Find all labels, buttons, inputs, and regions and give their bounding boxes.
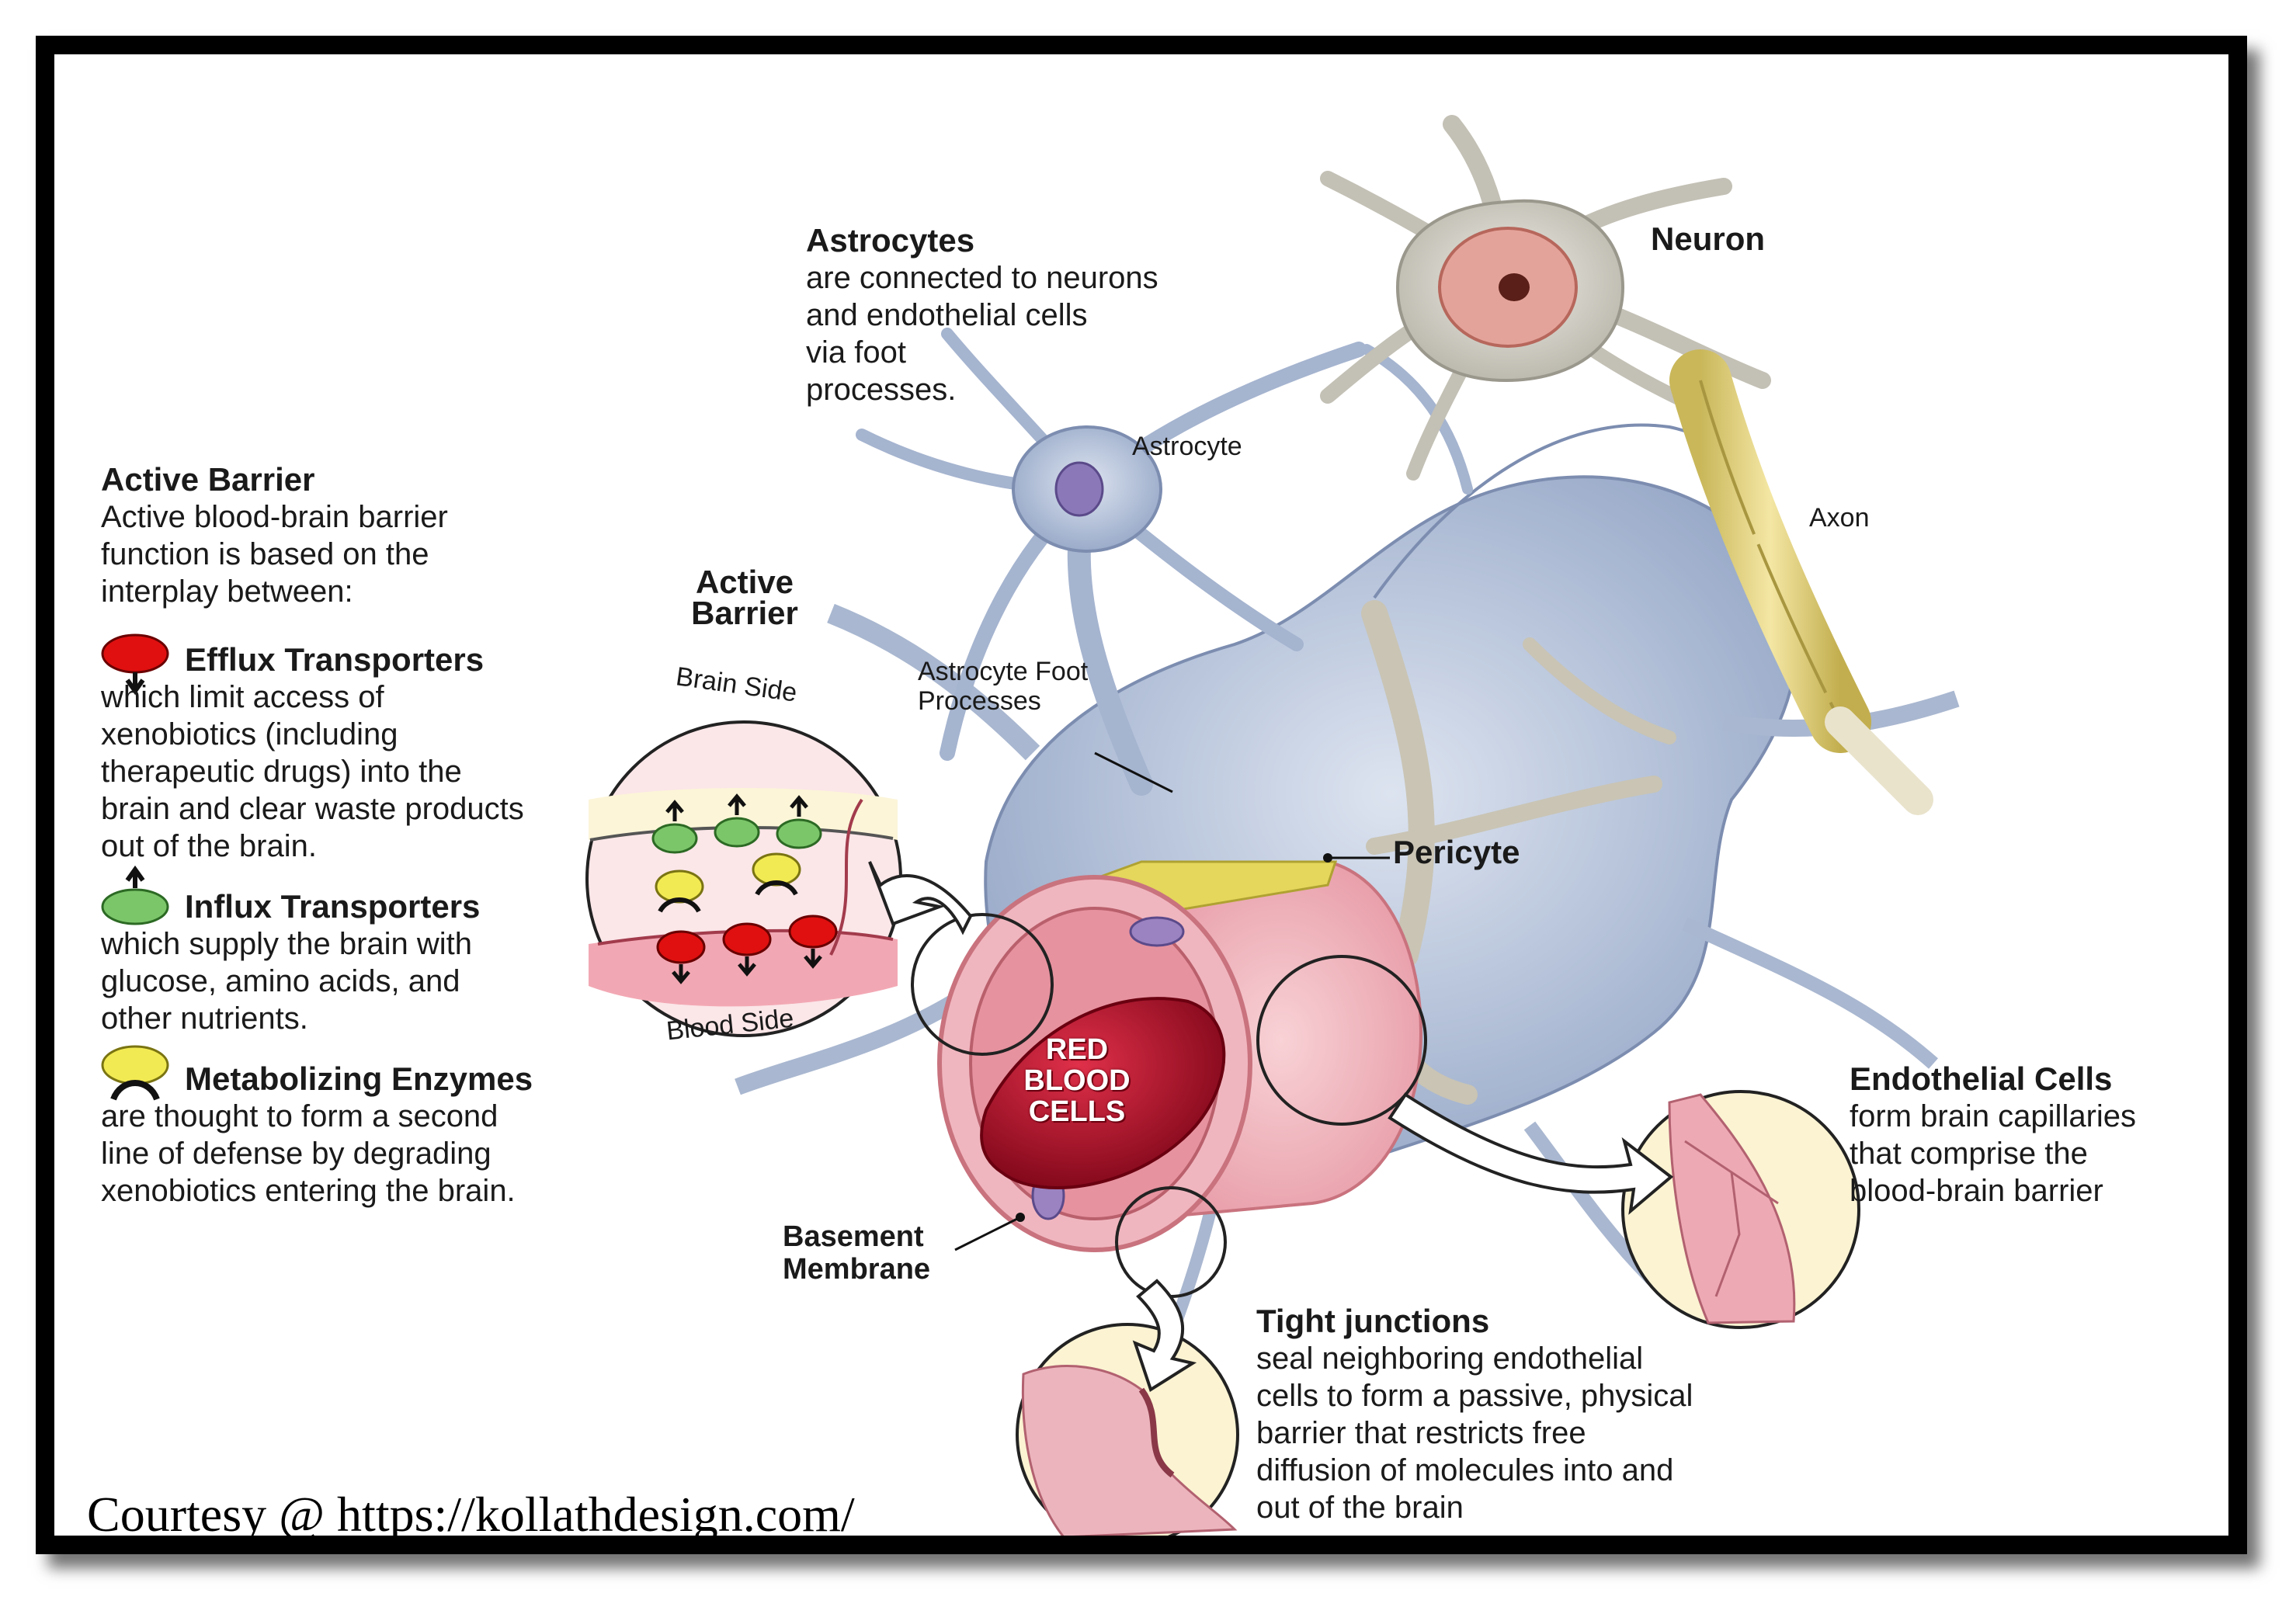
rbc-label-line: CELLS [1028, 1095, 1126, 1128]
leader-lines [954, 751, 1390, 1251]
tight-junction-line: diffusion of molecules into and [1256, 1453, 1674, 1487]
active-barrier-title: Active Barrier [101, 461, 315, 498]
callout-arrows [868, 861, 1674, 1393]
red-blood-cell [980, 997, 1226, 1189]
inset-title: Active Barrier [671, 564, 818, 631]
influx-line: other nutrients. [101, 1001, 308, 1036]
astrocyte-foot-label: Astrocyte Foot Processes [918, 657, 1088, 716]
figure-frame: Astrocytes are connected to neurons and … [36, 36, 2247, 1554]
enzymes-line: line of defense by degrading [101, 1137, 492, 1171]
efflux-transporter-icon [101, 633, 169, 696]
active-barrier-line: Active blood-brain barrier [101, 500, 448, 534]
rbc-label-line: RED [1045, 1033, 1109, 1066]
neuron-label: Neuron [1651, 220, 1765, 257]
tight-junction-title: Tight junctions [1256, 1303, 1490, 1339]
astrocytes-line: processes. [806, 373, 957, 407]
axon-label: Axon [1809, 503, 1870, 533]
influx-caption: Influx Transporters which supply the bra… [101, 888, 480, 1037]
inset-title-line: Barrier [691, 595, 798, 631]
influx-line: which supply the brain with [101, 927, 473, 961]
endothelial-caption: Endothelial Cells form brain capillaries… [1850, 1060, 2136, 1210]
enzymes-line: xenobiotics entering the brain. [101, 1174, 516, 1208]
magnifier-endothelial [1256, 955, 1427, 1126]
basement-membrane-label: Basement Membrane [783, 1220, 930, 1286]
courtesy-credit: Courtesy @ https://kollathdesign.com/ [87, 1487, 855, 1542]
influx-line: glucose, amino acids, and [101, 964, 460, 998]
efflux-caption: Efflux Transporters which limit access o… [101, 641, 524, 865]
influx-transporter-icon [101, 865, 169, 925]
rbc-label-line: BLOOD [1023, 1064, 1131, 1097]
endothelial-title: Endothelial Cells [1850, 1060, 2113, 1097]
astrocyte-label: Astrocyte [1132, 432, 1242, 461]
active-barrier-line: function is based on the [101, 537, 429, 571]
endothelial-inset [1621, 1090, 1860, 1329]
rbc-label: RED BLOOD CELLS [1019, 1034, 1135, 1127]
efflux-line: brain and clear waste products [101, 792, 524, 826]
basement-line: Basement [783, 1220, 924, 1253]
active-barrier-line: interplay between: [101, 574, 353, 609]
efflux-line: out of the brain. [101, 829, 317, 863]
efflux-line: which limit access of [101, 680, 384, 714]
efflux-line: xenobiotics (including [101, 717, 398, 751]
enzymes-caption: Metabolizing Enzymes are thought to form… [101, 1060, 533, 1210]
influx-title: Influx Transporters [185, 888, 481, 925]
enzymes-line: are thought to form a second [101, 1099, 498, 1133]
tight-junction-caption: Tight junctions seal neighboring endothe… [1256, 1303, 1693, 1526]
endothelial-line: that comprise the [1850, 1137, 2088, 1171]
efflux-line: therapeutic drugs) into the [101, 755, 462, 789]
basement-line: Membrane [783, 1253, 931, 1286]
endothelial-line: form brain capillaries [1850, 1099, 2137, 1133]
enzymes-title: Metabolizing Enzymes [185, 1060, 533, 1097]
active-barrier-caption: Active Barrier Active blood-brain barrie… [101, 461, 448, 610]
tight-junction-inset [1016, 1323, 1239, 1536]
astrocyte-foot-line: Processes [918, 686, 1041, 716]
tight-junction-line: seal neighboring endothelial [1256, 1341, 1644, 1376]
pericyte-label: Pericyte [1393, 834, 1520, 870]
tight-junction-line: out of the brain [1256, 1491, 1464, 1525]
active-barrier-inset [585, 720, 902, 1037]
astrocyte-nucleus [1054, 461, 1104, 517]
tight-junction-line: cells to form a passive, physical [1256, 1379, 1693, 1413]
endothelial-line: blood-brain barrier [1850, 1174, 2103, 1208]
neuron [1320, 115, 1771, 481]
astrocytes-line: via foot [806, 335, 906, 370]
axon [1669, 349, 1933, 815]
astrocytes-title: Astrocytes [806, 222, 975, 259]
tight-junction-line: barrier that restricts free [1256, 1416, 1586, 1450]
blood-brain-barrier-illustration [101, 115, 1960, 1536]
metabolizing-enzyme-icon [101, 1045, 169, 1101]
capillary [937, 859, 1423, 1252]
magnifier-active-barrier [911, 913, 1054, 1056]
astrocytes-line: and endothelial cells [806, 298, 1088, 332]
astrocytes-caption: Astrocytes are connected to neurons and … [806, 222, 1158, 408]
efflux-title: Efflux Transporters [185, 641, 485, 678]
astrocytes-line: are connected to neurons [806, 261, 1158, 295]
astrocyte-foot-line: Astrocyte Foot [918, 657, 1089, 686]
inset-title-line: Active [695, 564, 794, 600]
